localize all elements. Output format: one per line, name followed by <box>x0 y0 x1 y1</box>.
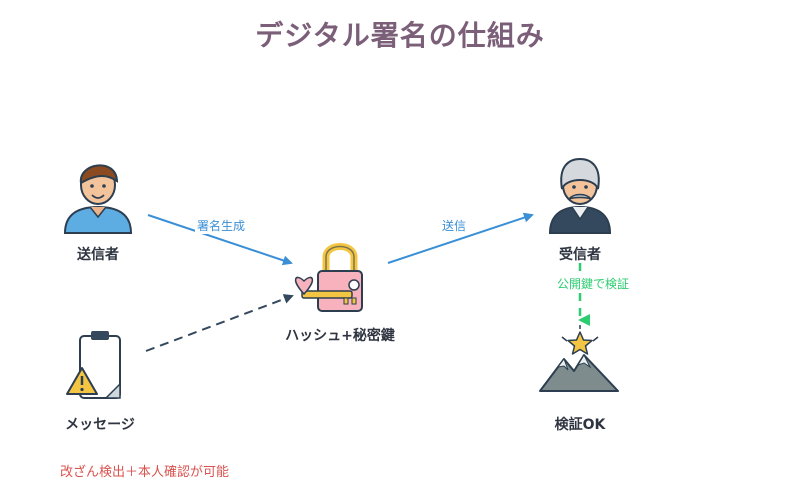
message-icon <box>66 331 121 399</box>
footer-note: 改ざん検出＋本人確認が可能 <box>60 465 230 480</box>
verify-ok-label: 検証OK <box>554 417 606 433</box>
sender-label: 送信者 <box>77 247 119 263</box>
edge-label-sign: 署名生成 <box>195 217 248 234</box>
receiver-icon <box>548 157 612 234</box>
edge-sign-arrow <box>147 214 293 266</box>
message-label: メッセージ <box>65 417 135 433</box>
sender-icon <box>63 164 133 234</box>
edge-message-arrow <box>145 294 294 352</box>
mountain-star-icon <box>539 325 619 392</box>
edge-label-verify: 公開鍵で検証 <box>555 275 632 292</box>
edge-send-arrow <box>387 212 534 264</box>
receiver-label: 受信者 <box>559 247 601 263</box>
lock-key-icon <box>294 243 363 312</box>
hash-key-label: ハッシュ+秘密鍵 <box>285 328 395 344</box>
diagram-title: デジタル署名の仕組み <box>255 19 545 52</box>
edge-label-send: 送信 <box>440 217 469 234</box>
